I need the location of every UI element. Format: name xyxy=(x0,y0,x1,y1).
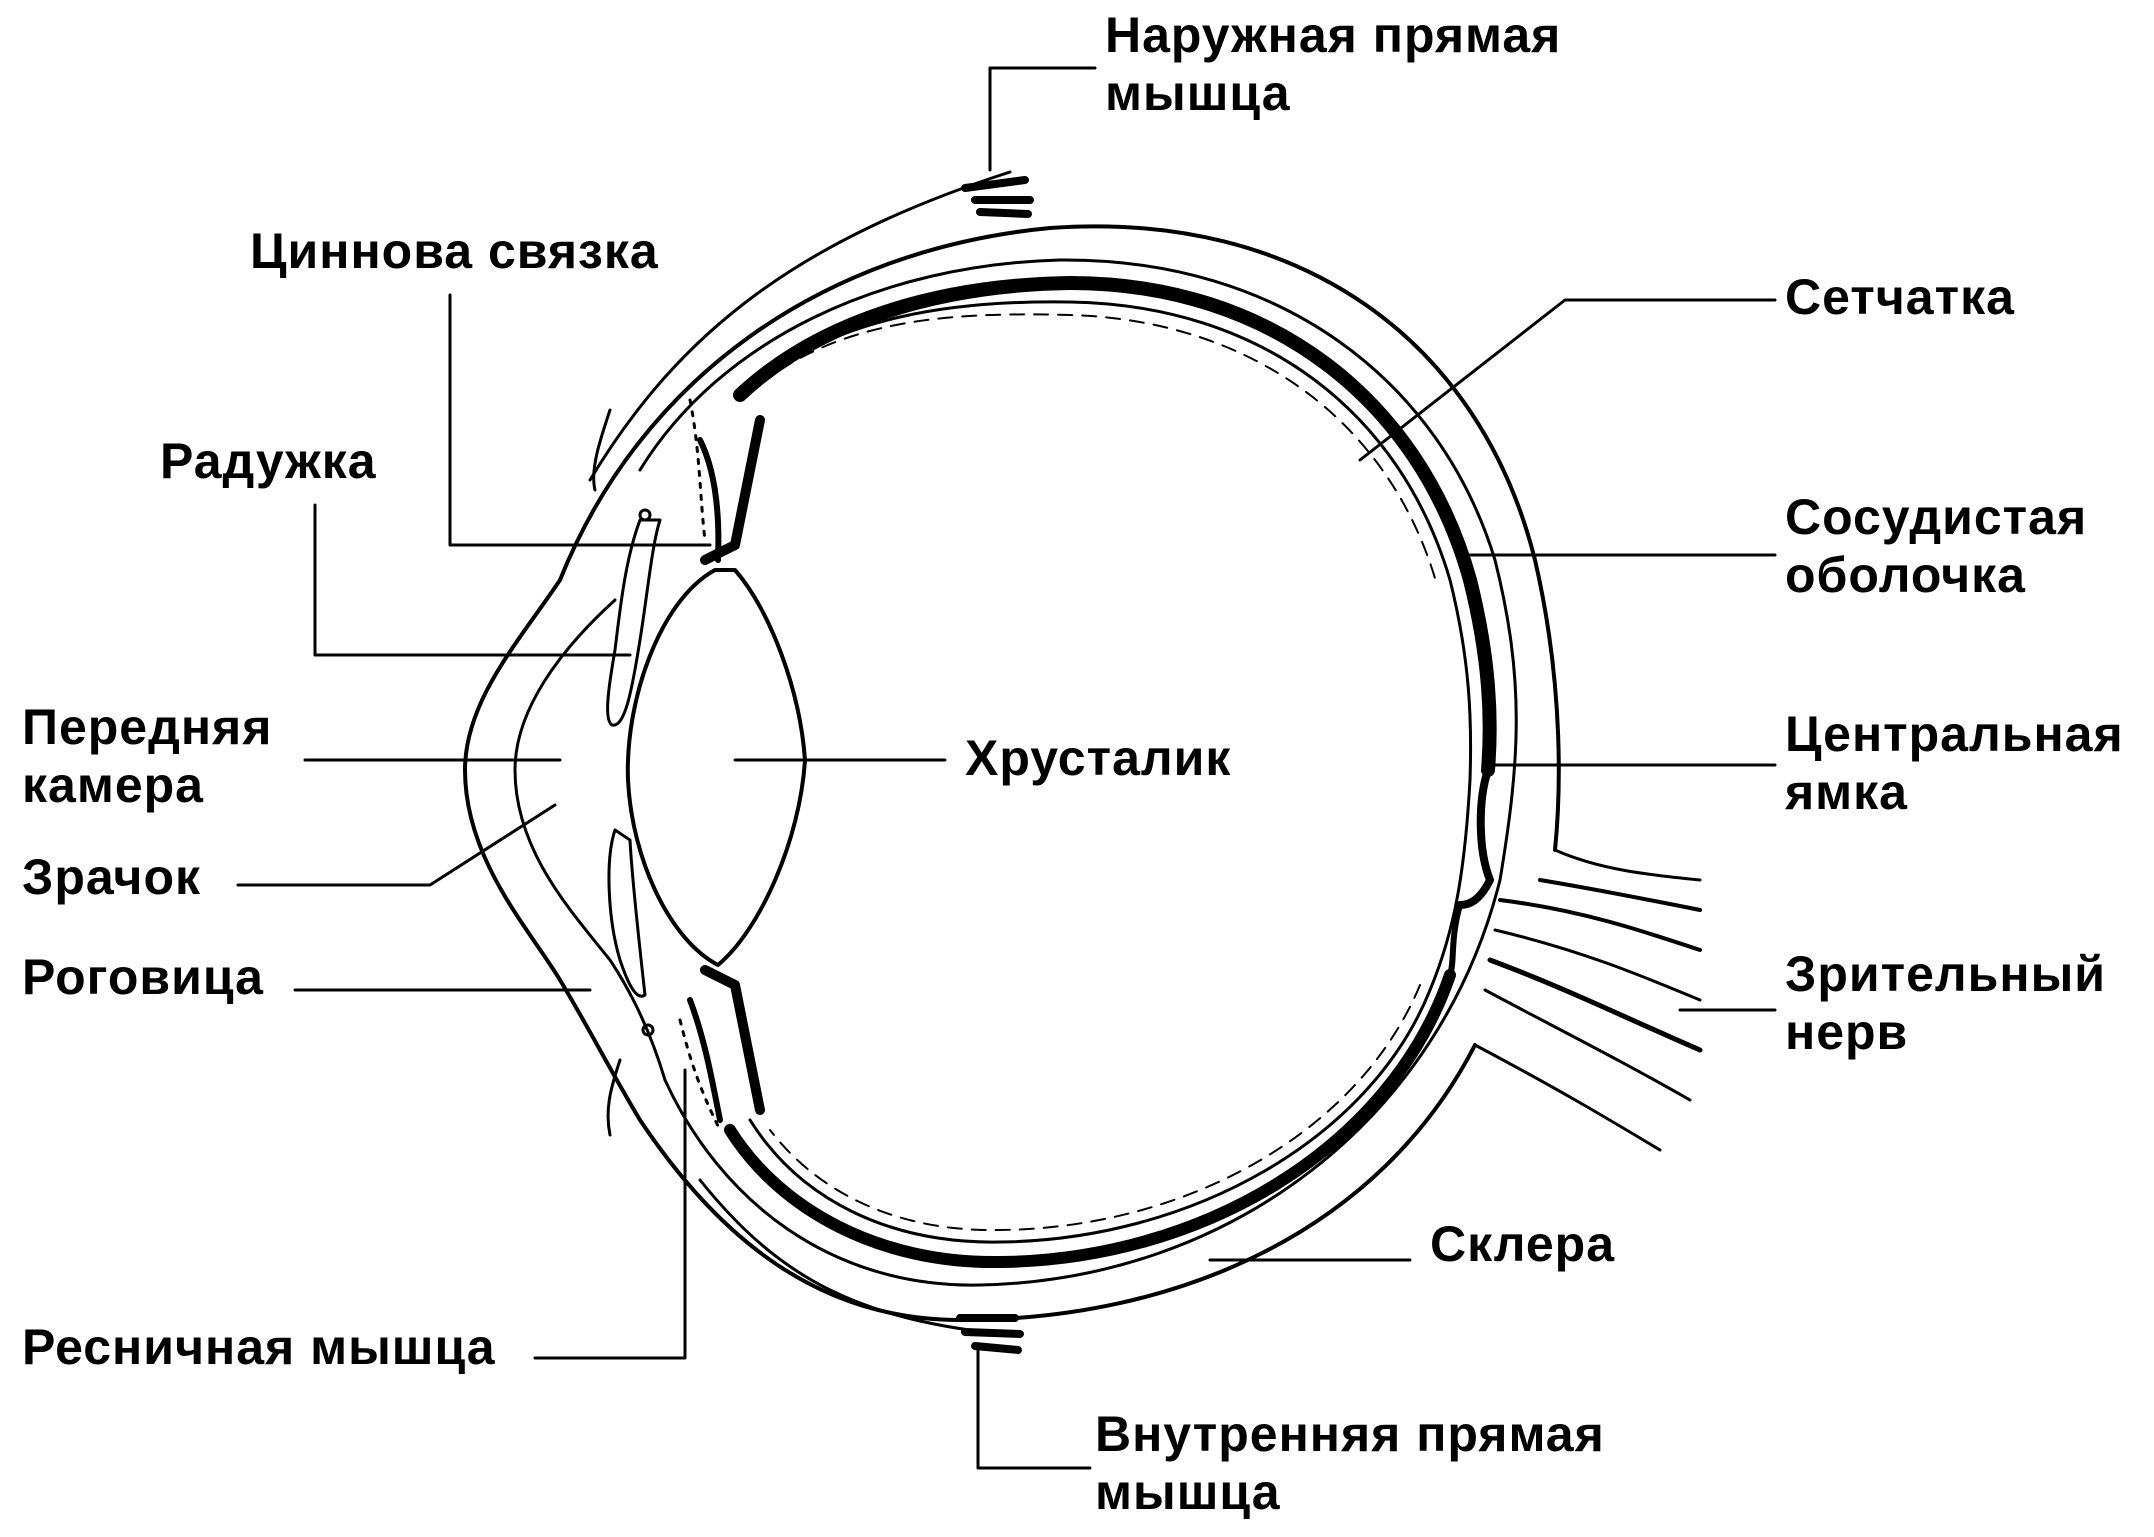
retina-inner xyxy=(748,300,1473,1244)
inner-rectus-tendon xyxy=(956,1314,1024,1354)
optic-nerve-fiber xyxy=(1487,957,1703,1053)
eyelid-upper xyxy=(592,408,612,492)
optic-nerve-fiber xyxy=(1498,898,1702,952)
iris-dot xyxy=(641,1023,655,1037)
iris-dot xyxy=(638,508,652,522)
inner-rectus xyxy=(698,1178,1012,1337)
retina-dashes xyxy=(779,313,1438,586)
label-anterior-chamber-line1: Передняя xyxy=(22,699,273,755)
ciliary-upper-fill xyxy=(697,437,722,563)
label-inner-rectus: Внутренняя прямая мышца xyxy=(1095,1405,1605,1521)
leader-iris xyxy=(313,503,632,657)
label-choroid: Сосудистая оболочка xyxy=(1785,488,2087,604)
label-anterior-chamber: Передняя камера xyxy=(22,698,272,814)
label-iris-text: Радужка xyxy=(160,433,377,489)
ciliary-lower-fill xyxy=(687,997,723,1123)
label-cornea-text: Роговица xyxy=(22,949,264,1005)
optic-nerve-fiber xyxy=(1493,928,1702,1002)
outer-rectus-tendon xyxy=(961,176,1034,218)
label-sclera: Склера xyxy=(1430,1215,1615,1273)
label-outer-rectus: Наружная прямая мышца xyxy=(1105,6,1561,122)
label-pupil-text: Зрачок xyxy=(22,849,202,905)
label-sclera-text: Склера xyxy=(1430,1216,1616,1272)
label-lens: Хрусталик xyxy=(965,729,1231,787)
optic-nerve-fiber xyxy=(1483,988,1692,1102)
optic-nerve-fiber xyxy=(1538,878,1702,912)
label-optic-nerve-line2: нерв xyxy=(1785,1004,1909,1060)
optic-nerve-bottom xyxy=(1473,1043,1662,1152)
leader-outer-rectus xyxy=(988,66,1097,172)
cornea-inner xyxy=(513,598,667,1082)
label-zinn-ligament: Циннова связка xyxy=(250,222,659,280)
ciliary-stipple xyxy=(688,398,707,542)
ciliary-upper xyxy=(700,415,765,565)
label-fovea-line2: ямка xyxy=(1785,764,1908,820)
ciliary-lower xyxy=(700,965,765,1115)
label-outer-rectus-line1: Наружная прямая xyxy=(1105,7,1562,63)
leader-retina xyxy=(1358,298,1777,462)
label-iris: Радужка xyxy=(160,432,377,490)
label-outer-rectus-line2: мышца xyxy=(1105,65,1291,121)
ciliary-stipple xyxy=(678,1018,722,1132)
leader-zinn xyxy=(448,293,712,547)
leader-ciliary xyxy=(533,1068,687,1360)
label-choroid-line1: Сосудистая xyxy=(1785,489,2088,545)
lens xyxy=(625,568,807,967)
cornea-outer xyxy=(463,578,642,1122)
label-choroid-line2: оболочка xyxy=(1785,547,2026,603)
label-fovea: Центральная ямка xyxy=(1785,705,2124,821)
optic-disc xyxy=(1447,902,1463,978)
label-optic-nerve: Зрительный нерв xyxy=(1785,945,2106,1061)
choroid-layer xyxy=(733,276,1497,777)
label-inner-rectus-line1: Внутренняя прямая xyxy=(1095,1406,1605,1462)
iris-lower xyxy=(607,828,647,998)
label-retina: Сетчатка xyxy=(1785,268,2015,326)
label-anterior-chamber-line2: камера xyxy=(22,757,204,813)
label-optic-nerve-line1: Зрительный xyxy=(1785,946,2107,1002)
label-zinn-ligament-text: Циннова связка xyxy=(250,223,659,279)
label-ciliary-muscle-text: Ресничная мышца xyxy=(22,1319,496,1375)
choroid-layer-lower xyxy=(724,969,1456,1269)
iris-upper xyxy=(606,518,662,727)
outer-rectus xyxy=(588,170,1012,482)
retina-dashes-lower xyxy=(769,984,1421,1232)
label-inner-rectus-line2: мышца xyxy=(1095,1464,1281,1520)
optic-nerve-top xyxy=(1553,848,1702,882)
label-ciliary-muscle: Ресничная мышца xyxy=(22,1318,496,1376)
label-retina-text: Сетчатка xyxy=(1785,269,2015,325)
label-fovea-line1: Центральная xyxy=(1785,706,2124,762)
sclera-inner xyxy=(638,258,1518,1287)
sclera-outer xyxy=(558,224,1561,852)
leader-inner-rectus xyxy=(976,1348,1092,1470)
eyelid-lower xyxy=(606,1058,622,1137)
label-pupil: Зрачок xyxy=(22,848,201,906)
label-lens-text: Хрусталик xyxy=(965,730,1232,786)
fovea-dip xyxy=(1456,766,1494,909)
leader-pupil xyxy=(236,803,557,887)
label-cornea: Роговица xyxy=(22,948,264,1006)
